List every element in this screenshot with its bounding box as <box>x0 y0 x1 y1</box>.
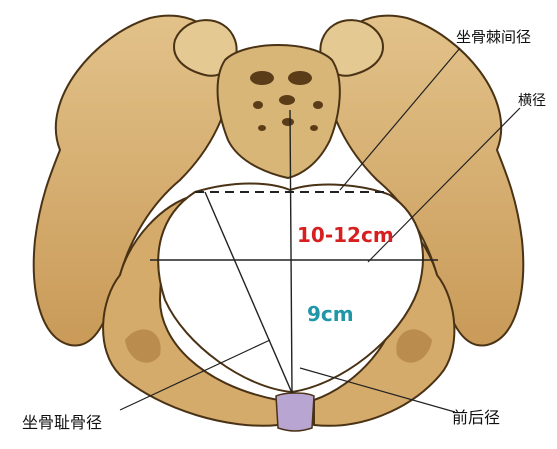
sacrum <box>218 45 340 178</box>
transverse-diameter-label: 横径 <box>518 90 546 110</box>
anteroposterior-diameter-label: 前后径 <box>452 404 500 428</box>
interspinous-diameter-label: 坐骨棘间径 <box>456 26 531 47</box>
anteroposterior-value: 9cm <box>307 302 354 326</box>
pubic-symphysis <box>276 393 314 431</box>
ischiopubic-diameter-label: 坐骨耻骨径 <box>22 409 102 433</box>
transverse-value: 10-12cm <box>297 223 394 247</box>
